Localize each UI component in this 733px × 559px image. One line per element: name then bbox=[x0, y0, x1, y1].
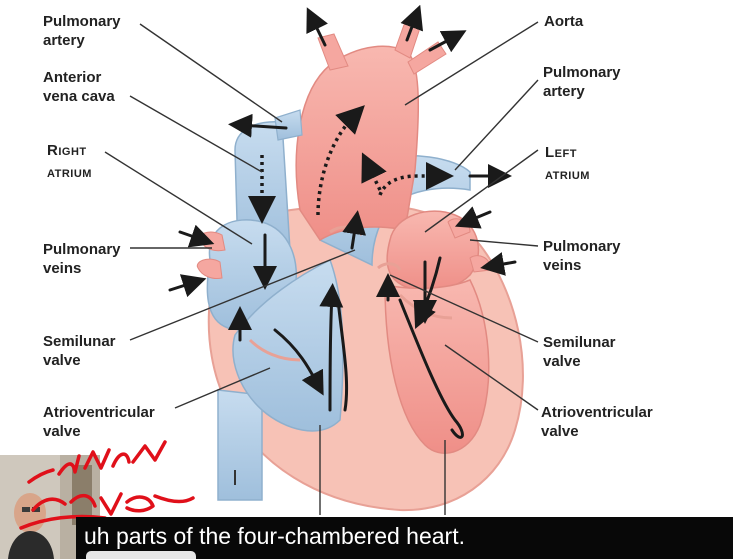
caption-bar: uh parts of the four-chambered heart. bbox=[76, 517, 733, 559]
pulmonary-vein-stub-left-2 bbox=[196, 258, 223, 279]
label-left-atrium-rest: EFT bbox=[554, 148, 577, 160]
label-pulmonary-veins-left: Pulmonary veins bbox=[43, 241, 121, 277]
caption-text: uh parts of the four-chambered heart. bbox=[84, 523, 465, 549]
aorta-vessel bbox=[295, 45, 419, 242]
label-right-atrium-rest: IGHT bbox=[58, 146, 87, 158]
label-right-atrium-initial: R bbox=[47, 142, 59, 159]
label-left-atrium-line2: ATRIUM bbox=[545, 170, 590, 182]
semilunar-valve-right-shape bbox=[377, 262, 402, 271]
label-atrioventricular-valve-right: Atrioventricular valve bbox=[541, 404, 653, 440]
leader-lines bbox=[104, 21, 539, 515]
scribble-annotation-icon bbox=[19, 440, 195, 530]
label-atrioventricular-valve-left: Atrioventricular valve bbox=[43, 404, 155, 440]
av-valve-left-shape bbox=[248, 338, 301, 362]
label-right-atrium-line2: ATRIUM bbox=[47, 168, 92, 180]
left-pulmonary-artery-vessel bbox=[274, 109, 303, 141]
label-semilunar-valve-left: Semilunar valve bbox=[43, 333, 116, 369]
label-pulmonary-artery-right: Pulmonary artery bbox=[543, 64, 621, 100]
label-right-atrium: RIGHT ATRIUM bbox=[47, 140, 92, 185]
label-pulmonary-veins-right: Pulmonary veins bbox=[543, 238, 621, 274]
label-aorta: Aorta bbox=[544, 13, 584, 30]
caption-next-line-partial bbox=[86, 551, 196, 559]
label-anterior-vena-cava: Anterior vena cava bbox=[43, 69, 115, 105]
flow-arrows bbox=[168, 4, 517, 439]
label-semilunar-valve-right: Semilunar valve bbox=[543, 334, 616, 370]
label-pulmonary-artery-left: Pulmonary artery bbox=[43, 13, 121, 49]
aorta-branch-3 bbox=[407, 41, 447, 75]
label-left-atrium: LEFT ATRIUM bbox=[545, 142, 590, 187]
label-left-atrium-initial: L bbox=[545, 144, 555, 161]
dotted-flow-arrows bbox=[248, 105, 454, 224]
